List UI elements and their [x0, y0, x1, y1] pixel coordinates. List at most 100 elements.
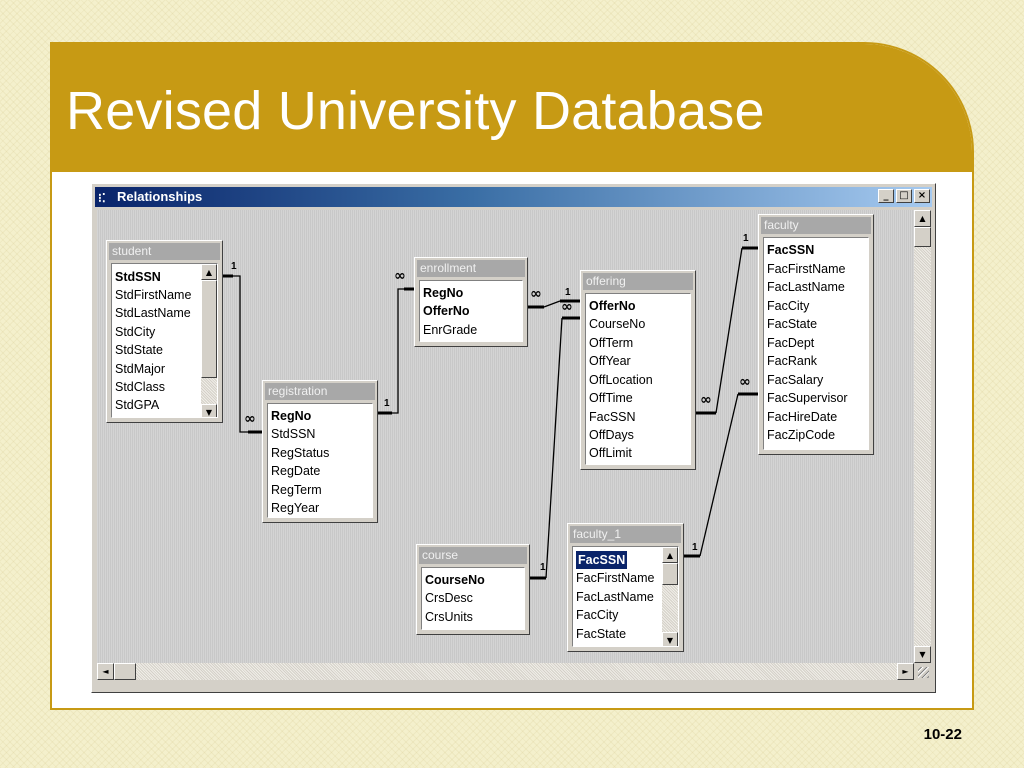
field-item[interactable]: StdSSN	[115, 270, 161, 284]
cardinality-many: ∞	[739, 374, 751, 390]
field-list[interactable]: StdSSN StdFirstName StdLastName StdCity …	[111, 263, 218, 418]
field-item-selected[interactable]: FacSSN	[574, 550, 629, 570]
field-item[interactable]: StdGPA	[115, 398, 160, 412]
scroll-down-button[interactable]: ▼	[914, 646, 931, 663]
scroll-up-button[interactable]: ▲	[662, 547, 678, 563]
field-item[interactable]: CrsDesc	[425, 591, 473, 605]
table-title[interactable]: enrollment	[417, 260, 525, 277]
slide-number: 10-22	[923, 726, 962, 743]
field-item[interactable]: RegStatus	[271, 446, 330, 460]
field-item[interactable]: CourseNo	[425, 573, 485, 587]
field-item[interactable]: FacSalary	[767, 373, 824, 387]
slide-title: Revised University Database	[66, 81, 765, 141]
relationships-icon: ⁝⁚	[98, 191, 106, 205]
cardinality-many: ∞	[700, 392, 712, 408]
field-item[interactable]: FacFirstName	[576, 571, 655, 585]
cardinality-one: 1	[692, 542, 698, 553]
field-item[interactable]: OffTerm	[589, 336, 634, 350]
field-item[interactable]: FacSSN	[589, 410, 636, 424]
field-item[interactable]: RegTerm	[271, 483, 322, 497]
field-item[interactable]: StdLastName	[115, 306, 191, 320]
table-title[interactable]: course	[419, 547, 527, 564]
field-item[interactable]: FacSupervisor	[767, 391, 848, 405]
horizontal-scroll-thumb[interactable]	[114, 663, 136, 680]
field-list[interactable]: FacSSN FacFirstName FacLastName FacCity …	[572, 546, 679, 647]
scroll-right-button[interactable]: ►	[897, 663, 914, 680]
table-title[interactable]: faculty_1	[570, 526, 681, 543]
table-title[interactable]: registration	[265, 383, 375, 400]
field-item[interactable]: OffDays	[589, 428, 634, 442]
scroll-down-button[interactable]: ▼	[662, 632, 678, 646]
scroll-up-button[interactable]: ▲	[201, 264, 217, 280]
scroll-down-button[interactable]: ▼	[201, 404, 217, 417]
field-item[interactable]: FacZipCode	[767, 428, 836, 442]
field-item[interactable]: FacCity	[767, 299, 810, 313]
table-faculty-1[interactable]: faculty_1 FacSSN FacFirstName FacLastNam…	[567, 523, 684, 652]
resize-grip[interactable]	[914, 663, 931, 680]
field-item[interactable]: RegNo	[271, 409, 312, 423]
field-list[interactable]: RegNo OfferNo EnrGrade	[419, 280, 523, 342]
vertical-scrollbar[interactable]: ▲ ▼	[914, 210, 931, 663]
field-list-scrollbar[interactable]: ▲ ▼	[662, 547, 678, 646]
field-item[interactable]: StdMajor	[115, 362, 166, 376]
field-item[interactable]: FacState	[767, 317, 818, 331]
table-student[interactable]: student StdSSN StdFirstName StdLastName …	[106, 240, 223, 423]
table-course[interactable]: course CourseNo CrsDesc CrsUnits	[416, 544, 530, 635]
field-item[interactable]: RegNo	[423, 286, 464, 300]
field-item[interactable]: OffLimit	[589, 446, 632, 460]
list-scroll-thumb[interactable]	[662, 563, 678, 585]
field-item[interactable]: StdSSN	[271, 427, 316, 441]
field-list-scrollbar[interactable]: ▲ ▼	[201, 264, 217, 417]
field-list[interactable]: FacSSN FacFirstName FacLastName FacCity …	[763, 237, 869, 450]
field-list[interactable]: RegNo StdSSN RegStatus RegDate RegTerm R…	[267, 403, 373, 518]
horizontal-scrollbar[interactable]: ◄ ►	[97, 663, 914, 680]
window-titlebar[interactable]: ⁝⁚ Relationships _ □ ×	[95, 187, 932, 207]
field-item[interactable]: OffLocation	[589, 373, 653, 387]
field-item[interactable]: CourseNo	[589, 317, 646, 331]
field-item[interactable]: StdClass	[115, 380, 166, 394]
field-item[interactable]: CrsUnits	[425, 610, 473, 624]
field-item[interactable]: OffTime	[589, 391, 633, 405]
field-item[interactable]: OfferNo	[423, 304, 470, 318]
table-title[interactable]: student	[109, 243, 220, 260]
field-item[interactable]: StdFirstName	[115, 288, 192, 302]
close-button[interactable]: ×	[914, 189, 930, 203]
cardinality-one: 1	[540, 562, 546, 573]
table-faculty[interactable]: faculty FacSSN FacFirstName FacLastName …	[758, 214, 874, 455]
minimize-button[interactable]: _	[878, 189, 894, 203]
cardinality-many: ∞	[394, 268, 406, 284]
field-item[interactable]: FacHireDate	[767, 410, 838, 424]
cardinality-one: 1	[231, 261, 237, 272]
field-item[interactable]: FacLastName	[576, 590, 654, 604]
table-registration[interactable]: registration RegNo StdSSN RegStatus RegD…	[262, 380, 378, 523]
table-title[interactable]: offering	[583, 273, 693, 290]
field-item[interactable]: FacState	[576, 627, 627, 641]
field-item[interactable]: FacDept	[767, 336, 815, 350]
scroll-left-button[interactable]: ◄	[97, 663, 114, 680]
field-item[interactable]: StdCity	[115, 325, 156, 339]
cardinality-many: ∞	[530, 286, 542, 302]
maximize-button[interactable]: □	[896, 189, 912, 203]
window-title: Relationships	[117, 189, 203, 204]
cardinality-one: 1	[743, 233, 749, 244]
field-item[interactable]: FacRank	[767, 354, 818, 368]
field-list[interactable]: CourseNo CrsDesc CrsUnits	[421, 567, 525, 630]
field-item[interactable]: EnrGrade	[423, 323, 478, 337]
field-item[interactable]: FacLastName	[767, 280, 845, 294]
field-item[interactable]: FacFirstName	[767, 262, 846, 276]
cardinality-many: ∞	[244, 411, 256, 427]
field-item[interactable]: RegYear	[271, 501, 320, 515]
table-title[interactable]: faculty	[761, 217, 871, 234]
table-enrollment[interactable]: enrollment RegNo OfferNo EnrGrade	[414, 257, 528, 347]
field-item[interactable]: OfferNo	[589, 299, 636, 313]
table-offering[interactable]: offering OfferNo CourseNo OffTerm OffYea…	[580, 270, 696, 470]
field-item[interactable]: OffYear	[589, 354, 631, 368]
field-item[interactable]: StdState	[115, 343, 163, 357]
field-item[interactable]: FacSSN	[767, 243, 815, 257]
field-item[interactable]: RegDate	[271, 464, 321, 478]
list-scroll-thumb[interactable]	[201, 280, 217, 378]
field-item[interactable]: FacCity	[576, 608, 619, 622]
scroll-up-button[interactable]: ▲	[914, 210, 931, 227]
vertical-scroll-thumb[interactable]	[914, 227, 931, 247]
field-list[interactable]: OfferNo CourseNo OffTerm OffYear OffLoca…	[585, 293, 691, 465]
